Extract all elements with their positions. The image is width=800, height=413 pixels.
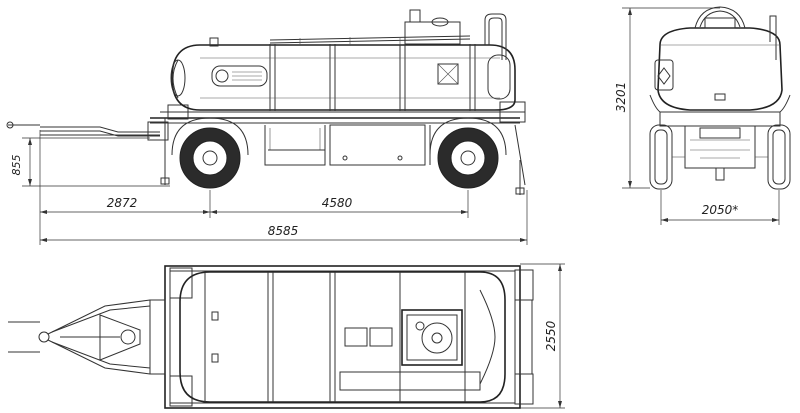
dim-overall-height: 3201 — [614, 82, 628, 113]
dim-track-width: 2050* — [702, 203, 739, 217]
side-tank-body — [170, 44, 516, 111]
side-chassis-frame — [150, 101, 526, 195]
front-view — [649, 6, 791, 190]
front-tank — [649, 6, 791, 113]
front-right-wheels — [755, 124, 791, 190]
front-left-wheels — [649, 124, 685, 190]
dim-drawbar-to-axle: 2872 — [107, 196, 138, 210]
dim-overall-length: 8585 — [268, 224, 299, 238]
side-rear-wheel — [429, 117, 507, 189]
dim-overall-width: 2550 — [544, 320, 558, 351]
top-tank — [179, 271, 506, 403]
side-top-equipment — [209, 9, 507, 60]
top-frame — [149, 265, 534, 409]
front-view-dimensions: 3201 2050* — [614, 7, 780, 225]
top-view — [8, 265, 534, 409]
dim-wheelbase: 4580 — [322, 196, 353, 210]
top-drawbar — [8, 299, 151, 375]
front-chassis — [659, 111, 781, 181]
dim-hitch-height: 855 — [10, 155, 23, 176]
side-view — [6, 9, 526, 195]
side-front-wheel — [171, 117, 249, 189]
side-drawbar — [6, 121, 169, 141]
side-view-dimensions: 855 2872 4580 8585 — [10, 130, 528, 245]
top-view-dimensions: 2550 — [520, 263, 565, 409]
